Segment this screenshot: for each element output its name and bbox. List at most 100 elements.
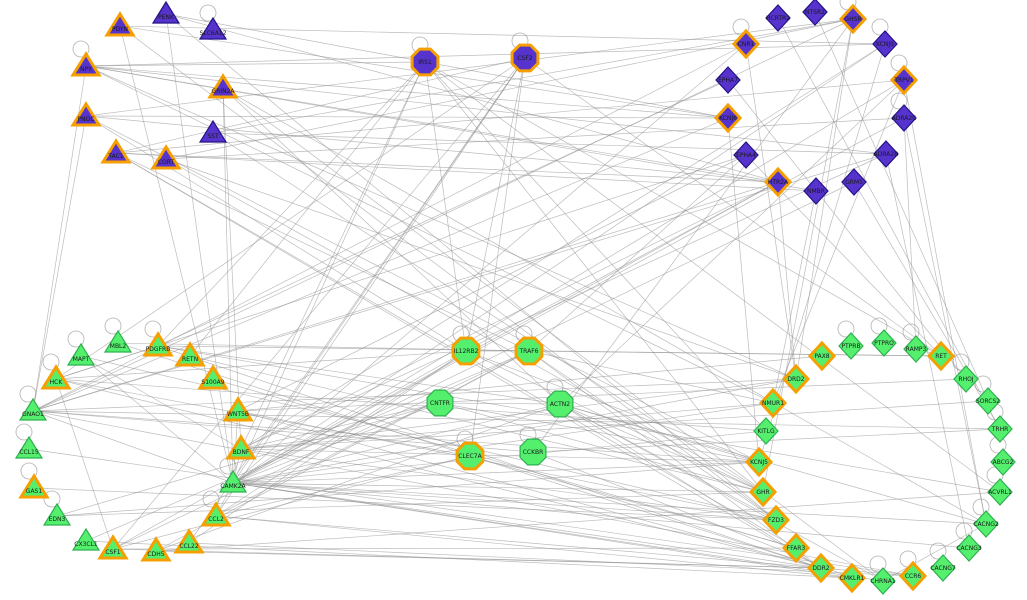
diamond-node-shape[interactable] [731,28,761,60]
triangle-node-shape[interactable] [173,528,205,554]
graph-node-CX3CL1[interactable]: CX3CL1 [71,527,101,551]
graph-node-CLEC7A[interactable]: CLEC7A [455,441,485,471]
triangle-node-shape[interactable] [225,434,257,460]
diamond-node-shape[interactable] [761,504,791,536]
triangle-node-shape[interactable] [200,501,232,527]
graph-node-CACNG3[interactable]: CACNG3 [956,534,982,562]
diamond-node-shape[interactable] [838,3,868,35]
diamond-node-shape[interactable] [953,365,979,393]
octagon-node-shape[interactable] [510,43,540,73]
octagon-node-shape[interactable] [546,390,574,418]
graph-node-FZD3[interactable]: FZD3 [761,504,791,536]
diamond-node-shape[interactable] [715,66,741,94]
graph-node-CCR6[interactable]: CCR6 [898,560,928,592]
diamond-node-shape[interactable] [930,554,956,582]
graph-node-GNAO1[interactable]: GNAO1 [18,397,48,421]
triangle-node-shape[interactable] [140,536,172,562]
triangle-node-shape[interactable] [174,341,206,367]
graph-node-TRAF6[interactable]: TRAF6 [514,336,544,366]
octagon-node-shape[interactable] [410,47,440,77]
graph-node-ABCG2[interactable]: ABCG2 [990,448,1016,476]
diamond-node-shape[interactable] [837,562,867,594]
graph-node-PDGFRB[interactable]: PDGFRB [142,331,174,357]
triangle-node-shape[interactable] [71,527,101,551]
diamond-node-shape[interactable] [975,387,1001,415]
diamond-node-shape[interactable] [803,177,829,205]
graph-node-CCL22[interactable]: CCL22 [173,528,205,554]
graph-node-CNR1[interactable]: CNR1 [731,28,761,60]
graph-node-ACTN2[interactable]: ACTN2 [546,390,574,418]
graph-node-GAS1[interactable]: GAS1 [18,473,50,499]
triangle-node-shape[interactable] [70,101,102,127]
graph-node-EPHA7[interactable]: EPHA7 [715,66,741,94]
diamond-node-shape[interactable] [987,415,1013,443]
diamond-node-shape[interactable] [713,102,743,134]
triangle-node-shape[interactable] [198,16,228,40]
diamond-node-shape[interactable] [926,340,956,372]
diamond-node-shape[interactable] [889,64,919,96]
triangle-node-shape[interactable] [103,329,133,353]
graph-node-CNTFR[interactable]: CNTFR [426,389,454,417]
diamond-node-shape[interactable] [748,476,778,508]
octagon-node-shape[interactable] [514,336,544,366]
diamond-node-shape[interactable] [987,478,1013,506]
triangle-node-shape[interactable] [207,73,239,99]
graph-node-KCNJ9[interactable]: KCNJ9 [872,30,898,58]
graph-node-CDH5[interactable]: CDH5 [140,536,172,562]
triangle-node-shape[interactable] [100,138,132,164]
triangle-node-shape[interactable] [222,396,254,422]
octagon-node-shape[interactable] [426,389,454,417]
diamond-node-shape[interactable] [870,567,896,595]
graph-node-ACVRL1[interactable]: ACVRL1 [987,478,1013,506]
triangle-node-shape[interactable] [197,364,229,390]
triangle-node-shape[interactable] [151,0,181,24]
diamond-node-shape[interactable] [781,363,811,395]
graph-node-NPY[interactable]: NPY [70,51,102,77]
graph-node-GHSR[interactable]: GHSR [838,3,868,35]
diamond-node-shape[interactable] [744,446,774,478]
diamond-node-shape[interactable] [806,552,836,584]
diamond-node-shape[interactable] [990,448,1016,476]
triangle-node-shape[interactable] [18,473,50,499]
graph-node-TAC1[interactable]: TAC1 [100,138,132,164]
diamond-node-shape[interactable] [956,534,982,562]
graph-node-TRHR[interactable]: TRHR [987,415,1013,443]
diamond-node-shape[interactable] [898,560,928,592]
diamond-node-shape[interactable] [871,329,897,357]
graph-node-RAMP3[interactable]: RAMP3 [903,335,929,363]
triangle-node-shape[interactable] [40,364,72,390]
diamond-node-shape[interactable] [872,30,898,58]
diamond-node-shape[interactable] [841,168,867,196]
triangle-node-shape[interactable] [104,11,136,37]
diamond-node-shape[interactable] [873,140,899,168]
graph-node-CCL2[interactable]: CCL2 [200,501,232,527]
diamond-node-shape[interactable] [807,340,837,372]
diamond-node-shape[interactable] [891,104,917,132]
triangle-node-shape[interactable] [14,435,44,459]
graph-node-TRPV1[interactable]: TRPV1 [889,64,919,96]
graph-node-IRS1[interactable]: IRS1 [410,47,440,77]
graph-node-DRD2[interactable]: DRD2 [781,363,811,395]
diamond-node-shape[interactable] [753,417,779,445]
diamond-node-shape[interactable] [763,166,793,198]
graph-node-NTSR2[interactable]: NTSR2 [802,0,828,26]
triangle-node-shape[interactable] [18,397,48,421]
diamond-node-shape[interactable] [973,510,999,538]
graph-node-CCL15[interactable]: CCL15 [14,435,44,459]
triangle-node-shape[interactable] [97,534,129,560]
graph-node-MAPT[interactable]: MAPT [66,342,96,366]
graph-node-MBL2[interactable]: MBL2 [103,329,133,353]
diamond-node-shape[interactable] [758,387,788,419]
triangle-node-shape[interactable] [42,502,72,526]
graph-node-CACNG7[interactable]: CACNG7 [930,554,956,582]
diamond-node-shape[interactable] [903,335,929,363]
octagon-node-shape[interactable] [451,336,481,366]
graph-node-IL12RB2[interactable]: IL12RB2 [451,336,481,366]
diamond-node-shape[interactable] [838,332,864,360]
triangle-node-shape[interactable] [198,119,228,143]
octagon-node-shape[interactable] [519,438,547,466]
graph-node-HCK[interactable]: HCK [40,364,72,390]
graph-node-GRIN2A[interactable]: GRIN2A [207,73,239,99]
graph-node-CCKBR[interactable]: CCKBR [519,438,547,466]
triangle-node-shape[interactable] [142,331,174,357]
